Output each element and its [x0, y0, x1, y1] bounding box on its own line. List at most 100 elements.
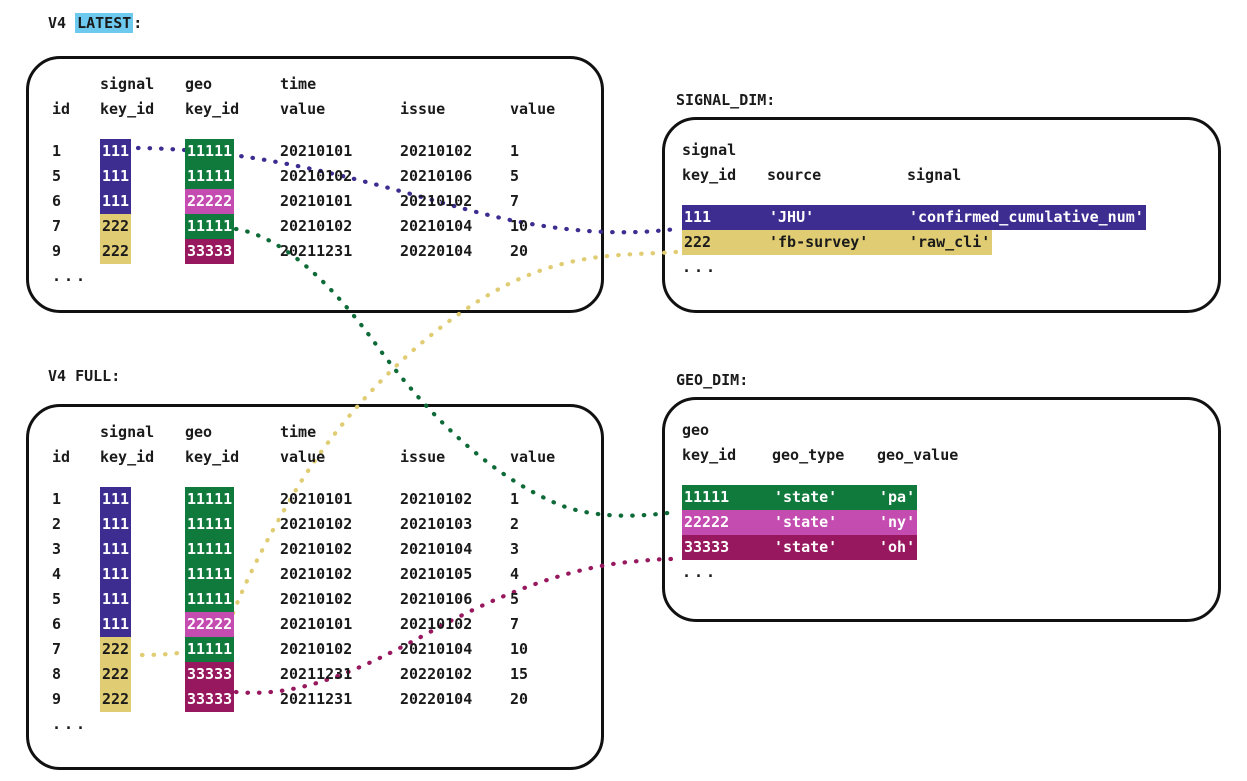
- latest-header-cell: value: [510, 100, 556, 118]
- full-cell-issue: 20210105: [400, 565, 473, 583]
- signal-dim-header-cell: key_id: [682, 166, 737, 184]
- latest-cell-time-value: 20210101: [280, 142, 353, 160]
- full-cell-id: 5: [52, 590, 62, 608]
- geo-dim-row-chip: 11111'state''pa': [682, 485, 918, 510]
- full-cell-value: 5: [510, 590, 520, 608]
- signal-key-chip: 222: [100, 239, 132, 264]
- full-cell-geo-key: 33333: [185, 687, 280, 712]
- full-cell-signal-key: 111: [100, 487, 185, 512]
- geo-key-chip: 11111: [185, 562, 235, 587]
- full-cell-geo-key: 22222: [185, 612, 280, 637]
- signal-dim-cell-signal: 'confirmed_cumulative_num': [909, 208, 1144, 226]
- signal-key-chip: 222: [100, 637, 132, 662]
- geo-dim-cell-geo_type: 'state': [774, 513, 838, 531]
- full-cell-time-value: 20210101: [280, 615, 353, 633]
- signal-key-chip: 111: [100, 537, 132, 562]
- latest-cell-time-value: 20210101: [280, 192, 353, 210]
- full-cell-value: 7: [510, 615, 520, 633]
- signal-dim-cell-source: 'JHU': [769, 208, 815, 226]
- geo-dim-cell-key_id: 22222: [684, 513, 730, 531]
- latest-header-cell: id: [52, 100, 71, 118]
- full-cell-signal-key: 222: [100, 637, 185, 662]
- full-cell-id: 9: [52, 690, 62, 708]
- latest-cell-signal-key: 111: [100, 139, 185, 164]
- latest-cell-issue: 20210106: [400, 167, 473, 185]
- latest-header-cell: time: [280, 75, 317, 93]
- geo-key-chip: 33333: [185, 239, 235, 264]
- latest-cell-id: 7: [52, 217, 62, 235]
- geo-dim-cell-geo_value: 'oh': [879, 538, 916, 556]
- full-header-cell: time: [280, 423, 317, 441]
- geo-dim-cell-key_id: 11111: [684, 488, 730, 506]
- full-cell-id: 4: [52, 565, 62, 583]
- signal-dim-header-cell: source: [767, 166, 822, 184]
- signal-key-chip: 222: [100, 214, 132, 239]
- full-cell-geo-key: 11111: [185, 512, 280, 537]
- full-cell-value: 10: [510, 640, 529, 658]
- full-cell-time-value: 20211231: [280, 665, 353, 683]
- latest-cell-time-value: 20211231: [280, 242, 353, 260]
- geo-key-chip: 11111: [185, 164, 235, 189]
- signal-dim-row-chip: 111'JHU''confirmed_cumulative_num': [682, 205, 1146, 230]
- full-cell-value: 1: [510, 490, 520, 508]
- latest-cell-geo-key: 11111: [185, 139, 280, 164]
- geo-dim-spacer: [682, 468, 958, 485]
- full-cell-issue: 20210103: [400, 515, 473, 533]
- latest-header-cell: key_id: [100, 100, 155, 118]
- geo-key-chip: 33333: [185, 687, 235, 712]
- full-cell-issue: 20220104: [400, 690, 473, 708]
- geo-dim-header-cell: geo: [682, 421, 710, 439]
- full-header-cell: key_id: [185, 448, 240, 466]
- full-cell-issue: 20210104: [400, 640, 473, 658]
- full-header-line: signal geo time: [52, 420, 570, 445]
- signal-dim-title: SIGNAL_DIM:: [676, 91, 776, 109]
- signal-key-chip: 111: [100, 189, 132, 214]
- full-header-cell: signal: [100, 423, 155, 441]
- geo-key-chip: 11111: [185, 139, 235, 164]
- latest-cell-value: 1: [510, 142, 520, 160]
- full-cell-time-value: 20210102: [280, 540, 353, 558]
- full-cell-id: 2: [52, 515, 62, 533]
- signal-key-chip: 222: [100, 687, 132, 712]
- full-header-cell: id: [52, 448, 71, 466]
- latest-cell-issue: 20210104: [400, 217, 473, 235]
- full-header-cell: geo: [185, 423, 213, 441]
- signal-dim-ellipsis: ...: [682, 258, 719, 276]
- signal-dim-row-chip: 222'fb-survey''raw_cli': [682, 230, 993, 255]
- full-cell-value: 20: [510, 690, 529, 708]
- latest-cell-geo-key: 11111: [185, 164, 280, 189]
- signal-key-chip: 222: [100, 662, 132, 687]
- full-header-cell: issue: [400, 448, 446, 466]
- signal-key-chip: 111: [100, 487, 132, 512]
- full-cell-signal-key: 111: [100, 612, 185, 637]
- geo-dim-cell-geo_value: 'pa': [879, 488, 916, 506]
- geo-key-chip: 11111: [185, 487, 235, 512]
- full-cell-time-value: 20210102: [280, 515, 353, 533]
- latest-cell-geo-key: 33333: [185, 239, 280, 264]
- latest-cell-signal-key: 222: [100, 214, 185, 239]
- latest-cell-id: 5: [52, 167, 62, 185]
- signal-dim-spacer: [682, 188, 1146, 205]
- latest-cell-id: 6: [52, 192, 62, 210]
- full-cell-signal-key: 222: [100, 687, 185, 712]
- full-cell-signal-key: 111: [100, 587, 185, 612]
- latest-title-highlight: LATEST: [75, 13, 134, 33]
- signal-dim-header-cell: signal: [682, 141, 737, 159]
- geo-key-chip: 11111: [185, 214, 235, 239]
- geo-dim-row-chip: 22222'state''ny': [682, 510, 918, 535]
- latest-cell-signal-key: 111: [100, 189, 185, 214]
- latest-cell-issue: 20220104: [400, 242, 473, 260]
